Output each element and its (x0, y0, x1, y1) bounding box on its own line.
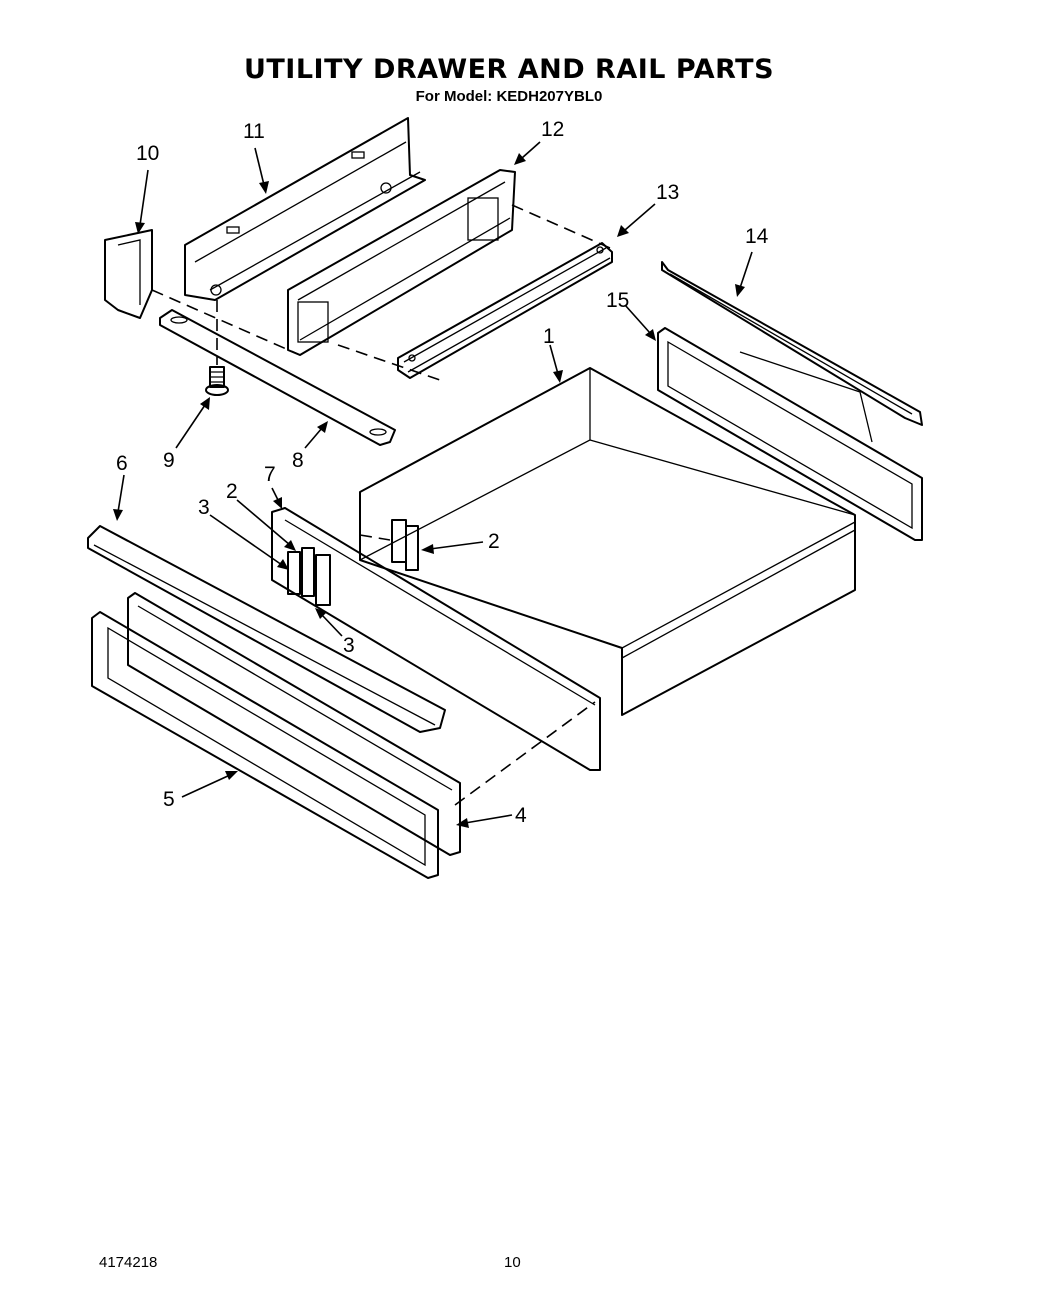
callout-7: 7 (264, 463, 276, 486)
document-number: 4174218 (99, 1254, 158, 1271)
part-2-hinge-right (391, 519, 419, 571)
callout-3-upper: 3 (198, 496, 210, 519)
callout-10: 10 (136, 142, 159, 165)
alignment-line (511, 204, 611, 249)
callout-3-lower: 3 (343, 634, 355, 657)
callout-14: 14 (745, 225, 769, 248)
part-1-drawer-body (359, 367, 856, 716)
callout-11: 11 (243, 120, 265, 143)
part-12-rail-panel (287, 169, 516, 356)
callout-6: 6 (116, 452, 128, 475)
page-number: 10 (504, 1254, 521, 1271)
part-15-rear-frame (657, 327, 923, 541)
callout-1: 1 (543, 325, 555, 348)
part-5-outer-front-frame (91, 611, 439, 879)
model-subtitle: For Model: KEDH207YBL0 (415, 88, 603, 105)
callout-15: 15 (606, 289, 629, 312)
callout-2-left: 2 (226, 480, 238, 503)
alignment-line (454, 701, 596, 806)
part-11-rear-panel (184, 117, 426, 301)
callout-5: 5 (163, 788, 175, 811)
leader-lines (113, 141, 753, 828)
part-10-bracket (104, 229, 153, 319)
callout-2-right: 2 (488, 530, 500, 553)
part-7-inner-front-panel (271, 507, 601, 771)
page-title: UTILITY DRAWER AND RAIL PARTS (243, 54, 775, 85)
callout-12: 12 (541, 118, 564, 141)
part-14-top-trim (661, 261, 923, 426)
part-8-slotted-strip (159, 309, 396, 446)
part-4-inner-front (127, 592, 461, 856)
alignment-line (151, 289, 301, 356)
part-13-drawer-rail (397, 242, 613, 379)
part-6-trim-strip (87, 525, 446, 733)
part-2-3-hinge-assembly (287, 547, 331, 606)
callout-8: 8 (292, 449, 304, 472)
part-9-leveling-screw (205, 366, 229, 396)
callout-9: 9 (163, 449, 175, 472)
callout-4: 4 (515, 804, 527, 827)
alignment-line (359, 534, 391, 541)
callout-13: 13 (656, 181, 679, 204)
